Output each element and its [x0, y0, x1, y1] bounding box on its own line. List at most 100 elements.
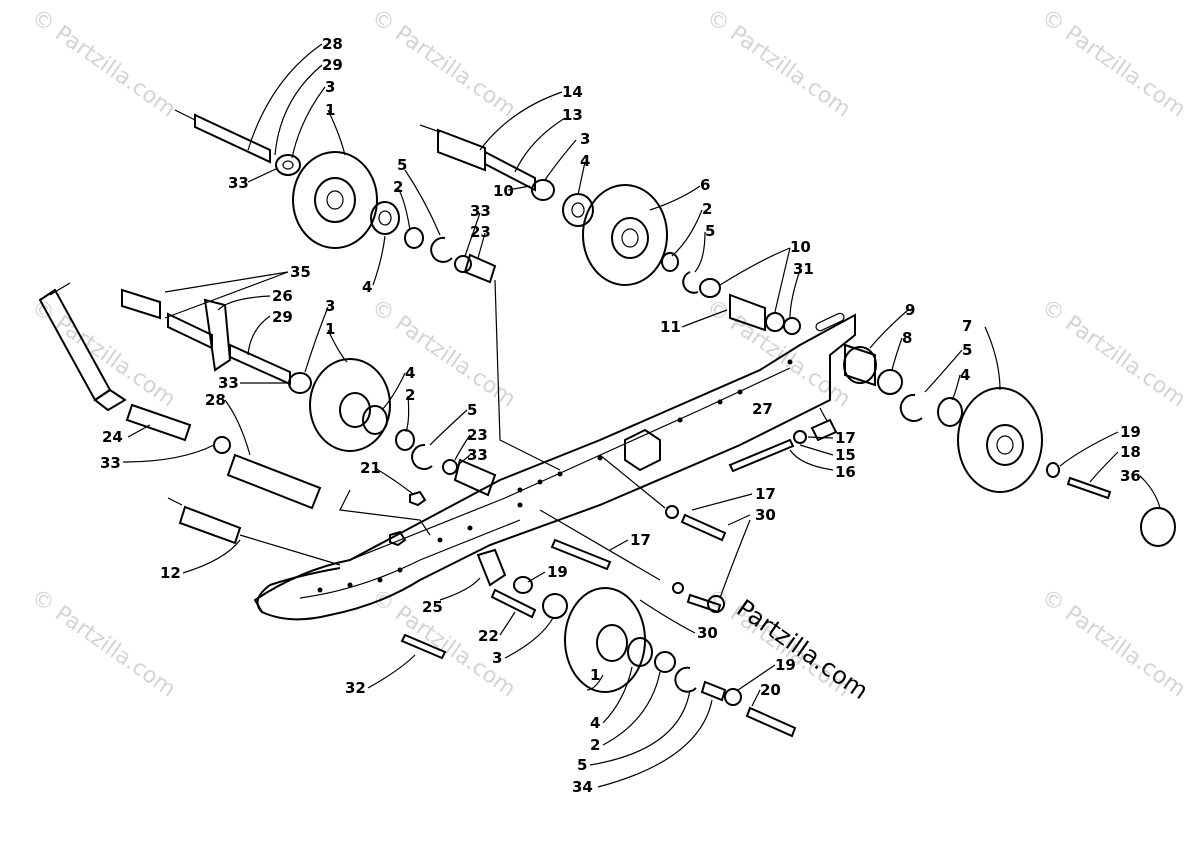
wheel-bore: [996, 435, 1014, 455]
callout-5: 5: [705, 222, 715, 240]
callout-33: 33: [467, 446, 488, 464]
sleeve: [453, 458, 497, 497]
cap: [1140, 507, 1176, 547]
callout-2: 2: [590, 736, 600, 754]
callout-23: 23: [470, 223, 491, 241]
leader-to-rail: [494, 279, 561, 471]
callout-17: 17: [755, 485, 776, 503]
watermarks: © Partzilla.com © Partzilla.com © Partzi…: [27, 4, 1190, 702]
spacer: [542, 593, 568, 619]
callout-21: 21: [360, 459, 381, 477]
bearing: [362, 405, 388, 435]
washer: [213, 436, 231, 454]
leader: [339, 489, 431, 536]
callout-29: 29: [322, 56, 343, 74]
callout-2: 2: [702, 200, 712, 218]
snap-ring: [674, 666, 697, 693]
callout-19: 19: [775, 656, 796, 674]
washer: [654, 651, 676, 673]
nut: [665, 505, 679, 519]
bearing: [370, 201, 400, 235]
callout-1: 1: [325, 101, 335, 119]
callout-10: 10: [493, 182, 514, 200]
callout-14: 14: [562, 83, 583, 101]
collar: [765, 312, 785, 332]
washer: [395, 429, 415, 451]
leader-lines: [122, 43, 1161, 788]
spacer: [531, 179, 555, 201]
sleeve: [463, 253, 497, 284]
shaft-axis: [167, 497, 183, 506]
tube: [729, 293, 766, 332]
shaft: [229, 343, 291, 386]
callout-9: 9: [905, 301, 915, 319]
shaft: [167, 312, 213, 350]
rail-slot: [815, 312, 845, 332]
nut: [389, 530, 407, 547]
wheel: [957, 387, 1043, 493]
bearing-inner: [378, 210, 392, 226]
callout-28: 28: [205, 391, 226, 409]
watermark: © Partzilla.com: [1037, 4, 1190, 122]
callout-25: 25: [422, 598, 443, 616]
callout-33: 33: [228, 174, 249, 192]
callout-33: 33: [218, 374, 239, 392]
callout-22: 22: [478, 627, 499, 645]
washer: [404, 227, 424, 249]
snap-ring: [411, 443, 433, 470]
bushing-end: [843, 346, 877, 384]
nut: [672, 582, 684, 594]
line-art: [38, 109, 1176, 738]
callout-19: 19: [547, 563, 568, 581]
callout-3: 3: [492, 649, 502, 667]
wheel-hub: [611, 217, 649, 259]
pin: [700, 680, 727, 702]
callout-2: 2: [393, 178, 403, 196]
bearing: [627, 637, 653, 667]
callout-33: 33: [100, 454, 121, 472]
washer: [661, 252, 679, 272]
nut: [409, 490, 427, 507]
wheel: [582, 184, 668, 286]
collar: [442, 459, 458, 475]
callout-10: 10: [790, 238, 811, 256]
bolt: [490, 588, 537, 619]
watermark: © Partzilla.com: [27, 4, 180, 122]
callout-5: 5: [577, 756, 587, 774]
callout-4: 4: [590, 714, 600, 732]
callout-24: 24: [102, 428, 123, 446]
sleeve: [810, 418, 838, 442]
spacer: [275, 154, 301, 176]
shaft-axis: [419, 124, 441, 133]
callout-29: 29: [272, 308, 293, 326]
callout-3: 3: [580, 130, 590, 148]
watermark: © Partzilla.com: [1037, 294, 1190, 412]
watermark: © Partzilla.com: [1037, 584, 1190, 702]
callout-30: 30: [697, 624, 718, 642]
bolt: [745, 706, 797, 738]
bolt: [550, 538, 612, 571]
wheel-hub: [596, 624, 628, 662]
callout-32: 32: [345, 679, 366, 697]
callouts: 28 29 3 1 33 5 2 33 23 4 14 13 3 4 10 6 …: [100, 35, 1141, 796]
wheel-hub: [986, 424, 1024, 466]
washer: [707, 595, 725, 613]
wheel-hub: [339, 392, 371, 428]
bolt: [1066, 476, 1112, 500]
brand-watermark: Partzilla.com: [732, 594, 874, 705]
spacer: [877, 369, 903, 395]
callout-28: 28: [322, 35, 343, 53]
leader: [539, 509, 661, 581]
callout-3: 3: [325, 78, 335, 96]
callout-2: 2: [405, 386, 415, 404]
callout-1: 1: [590, 666, 600, 684]
callout-13: 13: [562, 106, 583, 124]
snap-ring: [682, 271, 699, 294]
callout-5: 5: [467, 401, 477, 419]
callout-17: 17: [835, 429, 856, 447]
bracket-arm: [203, 298, 232, 372]
callout-6: 6: [700, 176, 710, 194]
callout-1: 1: [325, 320, 335, 338]
callout-7: 7: [962, 317, 972, 335]
